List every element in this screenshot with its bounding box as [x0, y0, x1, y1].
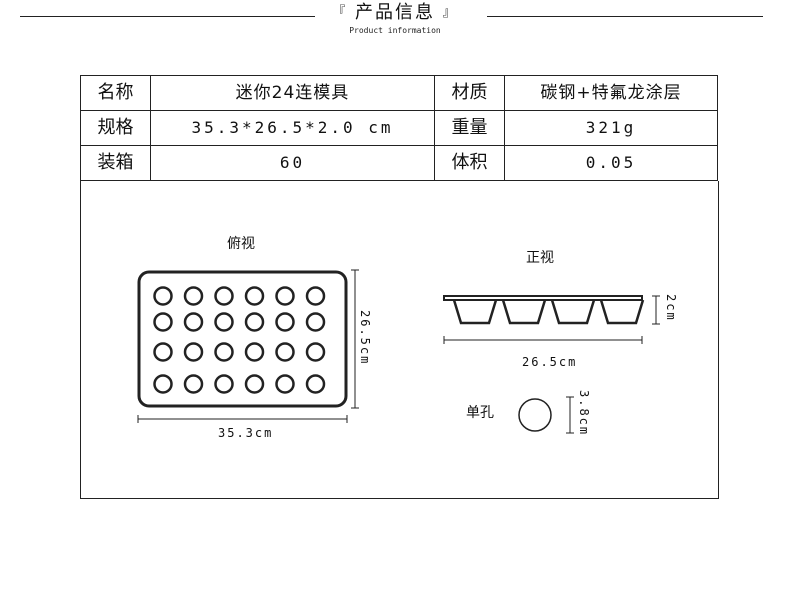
- cavity-circle: [275, 286, 295, 306]
- label-volume: 体积: [434, 145, 505, 181]
- table-row: 装箱 60 体积 0.05: [80, 145, 718, 181]
- front-view-label: 正视: [526, 250, 554, 266]
- front-view-cup: [501, 299, 547, 325]
- cavity-circle: [153, 312, 173, 332]
- value-size: 35.3*26.5*2.0 cm: [150, 110, 435, 146]
- table-row: 名称 迷你24连模具 材质 碳钢+特氟龙涂层: [80, 75, 718, 111]
- cavity-circle: [214, 342, 234, 362]
- table-row: 规格 35.3*26.5*2.0 cm 重量 321g: [80, 110, 718, 146]
- cavity-circle: [214, 312, 234, 332]
- section-subtitle: Product information: [349, 26, 441, 35]
- cavity-circle: [275, 312, 295, 332]
- bracket-left: 『: [332, 5, 348, 20]
- value-material: 碳钢+特氟龙涂层: [504, 75, 718, 111]
- front-view-cups: [452, 299, 645, 325]
- front-width-dim-label: 26.5cm: [522, 355, 578, 369]
- cavity-circle: [305, 374, 326, 394]
- spec-table: 名称 迷你24连模具 材质 碳钢+特氟龙涂层 规格 35.3*26.5*2.0 …: [80, 75, 718, 181]
- front-view-cup: [550, 299, 596, 325]
- label-material: 材质: [434, 75, 505, 111]
- front-view-cup: [452, 299, 498, 325]
- cavity-circle: [214, 374, 234, 394]
- top-view-cavities: [153, 286, 326, 394]
- section-title-text: 产品信息: [355, 2, 435, 23]
- top-width-dim-label: 35.3cm: [218, 426, 274, 440]
- top-depth-dim-label: 26.5cm: [358, 310, 372, 366]
- cavity-circle: [244, 286, 265, 306]
- top-view-tray: [137, 270, 348, 408]
- cavity-circle: [183, 342, 204, 362]
- cavity-circle: [305, 286, 326, 306]
- cavity-circle: [153, 342, 173, 362]
- header-rule-left: [20, 16, 315, 17]
- hole-dim-label: 3.8cm: [577, 390, 591, 437]
- value-volume: 0.05: [504, 145, 718, 181]
- front-view-rim: [443, 295, 643, 301]
- value-carton: 60: [150, 145, 435, 181]
- single-hole-circle: [518, 398, 552, 432]
- bracket-right: 』: [442, 5, 458, 20]
- cavity-circle: [244, 374, 265, 394]
- cavity-circle: [183, 312, 204, 332]
- cavity-circle: [244, 342, 265, 362]
- single-hole-label: 单孔: [466, 405, 494, 421]
- cavity-circle: [275, 342, 295, 362]
- front-view-cup: [599, 299, 645, 325]
- cavity-circle: [305, 312, 326, 332]
- cavity-circle: [183, 374, 204, 394]
- label-carton: 装箱: [80, 145, 151, 181]
- value-weight: 321g: [504, 110, 718, 146]
- cavity-circle: [153, 374, 173, 394]
- top-view-label: 俯视: [227, 236, 255, 252]
- section-title: 『 产品信息 』: [318, 2, 472, 24]
- diagram-panel: [80, 181, 719, 499]
- cavity-circle: [275, 374, 295, 394]
- cavity-circle: [305, 342, 326, 362]
- cavity-circle: [183, 286, 204, 306]
- cavity-circle: [214, 286, 234, 306]
- front-height-dim-label: 2cm: [664, 294, 678, 322]
- label-weight: 重量: [434, 110, 505, 146]
- cavity-circle: [153, 286, 173, 306]
- header-rule-right: [487, 16, 763, 17]
- cavity-circle: [244, 312, 265, 332]
- label-name: 名称: [80, 75, 151, 111]
